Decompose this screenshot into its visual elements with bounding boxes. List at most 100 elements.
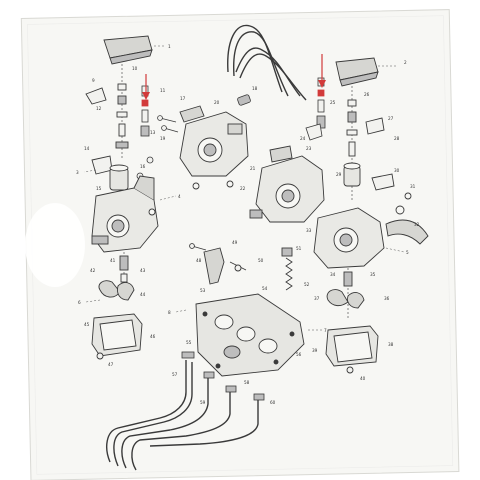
callout-label: 35 <box>370 272 376 277</box>
arrow-head-left <box>142 92 150 100</box>
drain-hose-2 <box>113 362 193 467</box>
carb-top-center-upper <box>227 123 243 135</box>
callout-label: 9 <box>92 78 95 83</box>
callout-label: 55 <box>186 340 192 345</box>
screw-right-c <box>404 192 412 200</box>
screw-right-b <box>395 205 405 215</box>
callout-label: 31 <box>410 184 416 189</box>
callout-label: 30 <box>394 168 400 173</box>
callout-label: 33 <box>306 228 312 233</box>
callout-label: 34 <box>330 272 336 277</box>
callout-label: 39 <box>312 348 318 353</box>
leader-5 <box>385 247 405 253</box>
left-parts-column <box>85 35 153 191</box>
needle-jet-left <box>119 255 129 271</box>
drain-hose-4 <box>131 392 231 471</box>
screw-left-b <box>146 156 154 164</box>
carb-top-left <box>133 175 155 200</box>
spring-holder <box>281 247 293 257</box>
bracket-right-small <box>305 123 323 141</box>
float-right-b <box>347 292 365 309</box>
callout-label: 51 <box>296 246 302 251</box>
manifold-bolt-2 <box>289 331 295 337</box>
hose-loop-4 <box>239 53 307 101</box>
cap-center <box>237 94 251 106</box>
o-ring-right-highlight <box>317 89 325 97</box>
needle-jet-right <box>343 271 353 287</box>
drain-hose-1 <box>106 360 187 463</box>
right-parts-column <box>335 57 395 200</box>
carb-bore-right-inner <box>339 233 353 247</box>
drain-screw-right <box>346 366 354 374</box>
callout-label: 44 <box>140 292 146 297</box>
carb-body-right-upper <box>249 145 325 223</box>
top-cover-left-side <box>109 49 153 65</box>
hose-clamp-4 <box>253 393 265 401</box>
callout-label: 41 <box>110 258 116 263</box>
callout-label: 14 <box>84 146 90 151</box>
callout-label: 10 <box>132 66 138 71</box>
hose-loop-3 <box>235 47 301 97</box>
center-upper-small-parts <box>157 94 251 133</box>
manifold-bolt-4 <box>273 359 279 365</box>
slide-cylinder-left-top <box>109 164 129 172</box>
link-arm-center-upper <box>179 105 205 123</box>
manifold-port-2 <box>236 326 256 342</box>
callout-label: 60 <box>270 400 276 405</box>
holder-left <box>115 141 129 149</box>
hose-clamps <box>181 351 265 401</box>
carb-outlet-left <box>91 235 109 245</box>
leader-8 <box>175 309 187 313</box>
carb-bore-center-upper-inner <box>203 143 217 157</box>
screw-carb-left <box>148 208 156 216</box>
callout-label: 56 <box>296 352 302 357</box>
washer-right-1 <box>347 99 357 107</box>
jet-holder-left <box>140 125 150 137</box>
callout-label: 28 <box>394 136 400 141</box>
callout-label: 42 <box>90 268 96 273</box>
bottom-drain-hoses <box>106 360 259 471</box>
right-lower-stack <box>325 268 379 374</box>
screw-center-upper-b <box>226 180 234 188</box>
carb-bore-left-inner <box>111 219 125 233</box>
top-fuel-hoses <box>227 24 307 101</box>
needle-left <box>118 123 126 137</box>
bracket-left-top <box>85 87 107 105</box>
callout-label: 16 <box>140 164 146 169</box>
callout-label: 38 <box>388 342 394 347</box>
throttle-link-center <box>203 247 225 285</box>
carb-outlet-right-upper <box>249 209 263 219</box>
callout-label: 5 <box>406 250 409 255</box>
callout-label: 57 <box>172 372 178 377</box>
leader-lines <box>83 45 405 331</box>
callout-label: 24 <box>300 136 306 141</box>
intake-manifold <box>195 293 305 377</box>
float-left-b <box>117 282 135 301</box>
hose-clamp-1 <box>181 351 195 359</box>
top-cover-right-side <box>339 71 379 87</box>
callout-label: 37 <box>314 296 320 301</box>
carb-bore-right-upper-inner <box>281 189 295 203</box>
carb-body-right <box>313 192 429 269</box>
callout-label: 27 <box>388 116 394 121</box>
carb-body-left <box>91 175 159 253</box>
callout-label: 50 <box>258 258 264 263</box>
hose-clamp-2 <box>203 371 215 379</box>
callout-label: 15 <box>96 186 102 191</box>
paper-background <box>20 9 460 480</box>
jet-right-2 <box>317 99 325 113</box>
manifold-port-1 <box>214 314 234 330</box>
callout-label: 25 <box>330 100 336 105</box>
drain-hose-5 <box>149 400 259 447</box>
float-bowl-left-inner <box>99 319 137 351</box>
callout-numbers: 1234567891011121314151617181920212223242… <box>76 44 420 405</box>
screw-head-link <box>189 243 195 249</box>
washer-left-1 <box>117 83 127 91</box>
float-right-a <box>326 289 349 307</box>
callout-label: 12 <box>96 106 102 111</box>
callout-label: 53 <box>200 288 206 293</box>
screw-center-upper-a <box>192 182 200 190</box>
bracket-right-mid <box>371 173 395 191</box>
washer-left-2 <box>116 111 128 118</box>
